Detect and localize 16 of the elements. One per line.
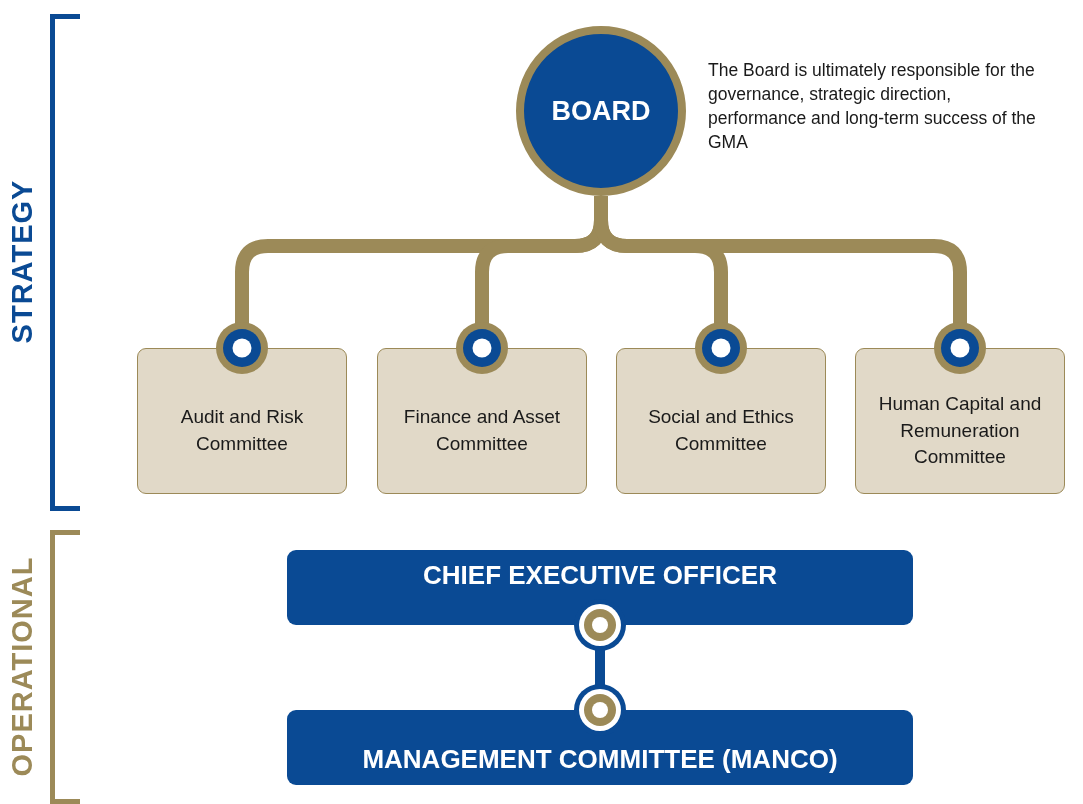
title-bar	[287, 550, 913, 625]
committee-name: Audit and Risk Committee	[179, 405, 305, 456]
committee-box	[137, 348, 347, 494]
section-label: OPERATIONAL	[5, 556, 39, 777]
committee-box	[616, 348, 826, 494]
board-label: BOARD	[551, 95, 651, 127]
committee-name: Social and Ethics Committee	[647, 405, 795, 456]
committee-box	[377, 348, 587, 494]
committee-name: Human Capital and Remuneration Committee	[877, 392, 1043, 470]
committee-box	[855, 348, 1065, 494]
section-label: STRATEGY	[5, 178, 39, 346]
bar-label: CHIEF EXECUTIVE OFFICER	[423, 560, 777, 591]
bar-label: MANAGEMENT COMMITTEE (MANCO)	[362, 744, 838, 775]
committee-name: Finance and Asset Committee	[402, 405, 562, 456]
description-text: The Board is ultimately responsible for the governance, strategic direction, performance and long-term success of the GMA	[708, 59, 1037, 155]
title-bar	[287, 710, 913, 785]
